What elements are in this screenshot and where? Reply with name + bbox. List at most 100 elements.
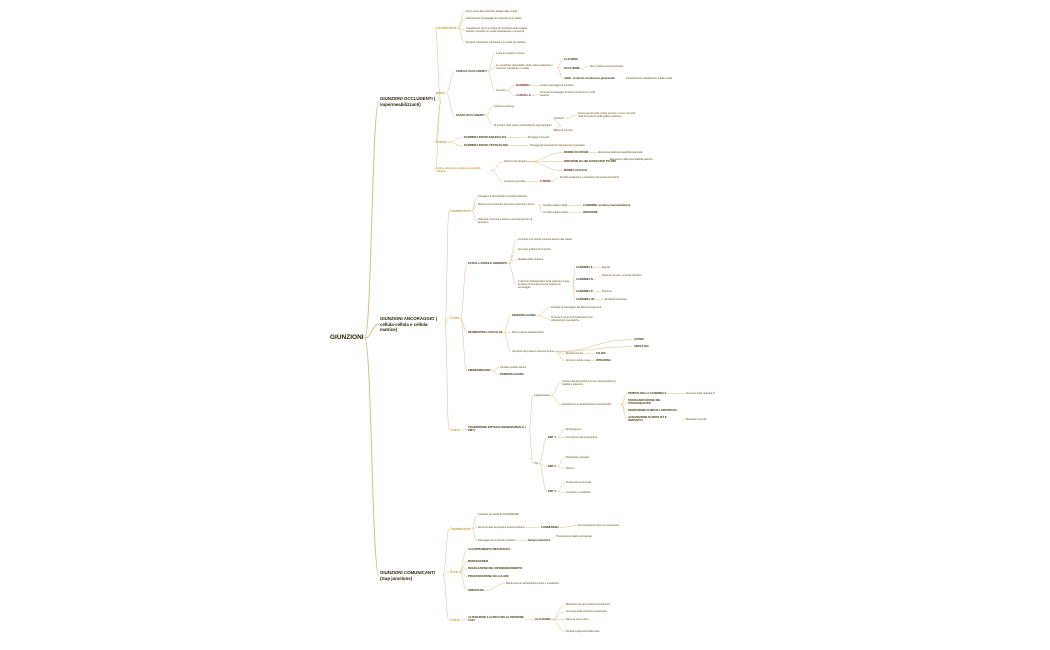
com-car-d[interactable]: Sinapsi elettriche — [528, 539, 551, 542]
occ-celiaco[interactable]: MORBO CELIACO — [564, 169, 588, 172]
com-car-d-desc: Trasmissione rapida del segnale — [556, 535, 592, 538]
com-ruolo-3[interactable]: REGOLAZIONE DEL DIFFERENZIAMENTO — [468, 567, 522, 570]
occ-zonule[interactable]: ZONULE OCCLUDENTI — [456, 69, 487, 73]
anc-emt-t1-b: Formazione del mesoderma — [566, 436, 598, 439]
anc-integrina[interactable]: INTEGRINA — [596, 359, 611, 362]
com-clin-b[interactable]: GLAUCOMA — [535, 618, 551, 621]
occ-infezione-desc: Alterazione della permeabilità gastrica — [610, 158, 653, 161]
occ-esempi-b-desc: Protegge gli spermatozoi dal sistema imm… — [530, 144, 585, 147]
anc-fasce-d: Il dominio citoplasmatico delle caderine… — [518, 280, 570, 290]
connector-anc-emt-tipi-to-anc-emt-t3 — [538, 463, 548, 492]
com-clin-a[interactable]: ALTERAZIONI A CARICO DELLE PROTEINE CX43 — [468, 616, 524, 623]
com-ruolo-2[interactable]: MORFOGENESI — [468, 560, 489, 563]
occ-zonule-a: Linea di contatto a cintura — [496, 52, 525, 55]
anc-talina[interactable]: TALINA — [596, 352, 606, 355]
anc-emt-t2[interactable]: EMT 2 — [548, 465, 556, 468]
connector-anc-emt-t1-to-anc-emt-t1-a — [556, 429, 566, 438]
occ-claudine[interactable]: CLAUDINE — [564, 58, 578, 61]
anc-emt-t3[interactable]: EMT 3 — [548, 490, 556, 493]
anc-car-2: Resistenza meccanica ai tessuti sottopos… — [478, 203, 535, 206]
anc-fasce[interactable]: FASCE e ZONULE ADERENTI — [468, 261, 507, 265]
anc-despla[interactable]: DESMOPLACHINA — [512, 314, 536, 317]
occ-occludine[interactable]: OCCLUDINE — [564, 67, 580, 70]
occ-caratteristiche[interactable]: Caratteristiche — [436, 26, 457, 30]
occ-esempi-a[interactable]: BARRIERA EMATO-ENCEFALICA — [464, 136, 507, 139]
com-ruolo-4[interactable]: PROLIFERAZIONE CELLULARE — [468, 575, 509, 578]
anc-clinica[interactable]: Clinica — [450, 428, 460, 432]
connector-anc-caratteristiche-to-anc-car-3 — [471, 210, 478, 222]
com-clinica[interactable]: Clinica — [450, 618, 460, 622]
occ-fasce-c: Cellule P — [554, 117, 565, 120]
anc-cad-e[interactable]: CADERINA E — [576, 266, 593, 269]
anc-emt-r2[interactable]: RIORGANIZZAZIONE DEL CITOSCHELETRO — [628, 399, 661, 406]
anc-vinculina[interactable]: VINCULINA — [634, 345, 649, 348]
anc-forme[interactable]: Forme — [450, 316, 460, 320]
anc-cad-p[interactable]: CADERINA P — [576, 290, 593, 293]
connector-anc-emt-to-anc-emt-tipi — [528, 429, 534, 464]
anc-actina[interactable]: ACTINA — [634, 338, 645, 341]
anc-ce[interactable]: CADERINE: proteine transmembrana — [583, 204, 631, 207]
occ-barriera[interactable]: BARRIERA — [516, 84, 531, 87]
connector-occ-cancello-to-occ-cancello-desc — [531, 93, 540, 96]
root-node[interactable]: GIUNZIONI — [330, 334, 364, 341]
occ-fasce-a: Giunzioni a fascia — [494, 105, 514, 108]
com-omeostasi-desc: Mantenimento dell'equilibrio ionico e me… — [506, 582, 560, 585]
anc-emt-r4-desc: Metastasi tumorali — [686, 418, 707, 421]
occ-clinica[interactable]: Clinica: alterazione della permeabilità … — [436, 167, 481, 174]
com-connessina[interactable]: CONNESSINA — [541, 526, 559, 529]
connector-com-ruolo-5-to-com-omeostasi-desc — [484, 583, 506, 591]
occ-crohn[interactable]: MORBO DI CROHN — [564, 151, 589, 154]
occ-tumori[interactable]: TUMORI — [540, 180, 551, 183]
occ-cancello-desc: Permette il passaggio di alcune sostanze… — [540, 91, 596, 98]
anc-desm-e: Emidesmosomi — [566, 352, 584, 355]
anc-emt-t1[interactable]: EMT 1 — [548, 436, 556, 439]
occ-cancello[interactable]: CANCELLO — [516, 94, 531, 97]
connector-occ-funzioni-to-occ-cancello — [506, 90, 516, 96]
connector-occ-caratteristiche-to-occ-car-1 — [457, 11, 466, 29]
connector-branch-comunicanti-to-com-clinica — [442, 575, 450, 621]
anc-emt-b: Acquisizione di caratteristiche mesenchi… — [562, 403, 611, 406]
occ-esempi-b[interactable]: BARRIERA EMATO-TESTICOLARE — [464, 144, 509, 147]
anc-emidesmosomi[interactable]: EMIDESMOSOMI — [468, 368, 491, 372]
connector-occ-fasce-c-to-occ-fasce-d — [565, 114, 578, 119]
com-ruolo[interactable]: Ruolo — [450, 570, 459, 574]
connector-branch-ancoraggio-to-anc-forme — [444, 317, 450, 325]
connector-occ-zonule-to-occ-funzioni — [487, 71, 496, 91]
connector-root-node-to-branch-occludenti — [364, 101, 380, 339]
anc-emt-r4[interactable]: ACQUISIZIONE DI MOTILITÀ E INVASIVITÀ — [628, 416, 667, 423]
connector-anc-fasce-d-to-anc-cad-ve — [572, 284, 576, 300]
occ-infezione[interactable]: INFEZIONE DA HELICOBACTER PYLORI — [564, 160, 616, 163]
com-ruolo-1[interactable]: ACCOPPIAMENTO METABOLICO — [468, 548, 511, 551]
anc-emt[interactable]: TRANSIZIONE EPITELIO-MESENCHIMALE ( EMT) — [468, 425, 526, 433]
branch-comunicanti[interactable]: GIUNZIONI COMUNICANTI (Gap junctions) — [380, 570, 436, 581]
anc-cad-n[interactable]: CADERINA N — [576, 278, 593, 281]
connector-anc-emt-caratt-to-anc-emt-a — [551, 382, 562, 396]
anc-emi-b[interactable]: DESMOPLACHINA — [500, 373, 524, 376]
anc-cm[interactable]: INTEGRINE — [583, 211, 598, 214]
com-ruolo-5[interactable]: OMEOSTASI — [468, 589, 484, 592]
occ-fasce[interactable]: FASCE OCCLUDENTI — [456, 113, 485, 117]
branch-ancoraggio[interactable]: GIUNZIONI ANCORAGGIO ( cellula-cellula e… — [380, 316, 438, 332]
connector-branch-comunicanti-to-com-caratteristiche — [442, 528, 450, 576]
occ-mondi[interactable]: Mondi — [436, 91, 445, 95]
anc-emt-r3[interactable]: PRODUZIONE DI METALLOPROTEASI — [628, 409, 677, 412]
anc-car-3: Filamenti intermedi o actina a seconda d… — [478, 218, 533, 225]
connector-com-connessina-to-com-connessina-desc — [559, 525, 578, 528]
anc-cad-ve[interactable]: CADERINA VE — [576, 298, 595, 301]
connector-anc-despla-to-anc-desm-a — [536, 307, 551, 316]
anc-caratteristiche[interactable]: Caratteristiche — [450, 209, 471, 213]
occ-jam[interactable]: JAMs: molecole di adesione giunzionali — [564, 77, 615, 80]
connector-anc-emt-b-to-anc-emt-r1 — [620, 393, 628, 405]
anc-desmosomi[interactable]: DESMOSOMI e MACULAE — [468, 330, 503, 334]
anc-emt-r1[interactable]: PERDITA DELLA CADERINA E — [628, 392, 667, 395]
occ-crohn-desc: Alterazione della permeabilità intestina… — [598, 151, 643, 154]
branch-occludenti[interactable]: GIUNZIONI OCCLUDENTI ( impermeabilizzant… — [380, 96, 436, 107]
anc-emt-t2-b: Fibrosi — [566, 467, 574, 470]
occ-esempi[interactable]: Esempi — [436, 140, 447, 144]
connector-occ-caratteristiche-to-occ-car-2 — [457, 18, 466, 29]
occ-car-4: Presenti nell'epitelio intestinale e in … — [466, 41, 526, 44]
com-caratteristiche[interactable]: Caratteristiche — [450, 527, 471, 531]
connector-anc-fasce-to-anc-fasce-d — [507, 263, 518, 285]
connector-com-caratteristiche-to-com-car-a — [471, 514, 478, 530]
